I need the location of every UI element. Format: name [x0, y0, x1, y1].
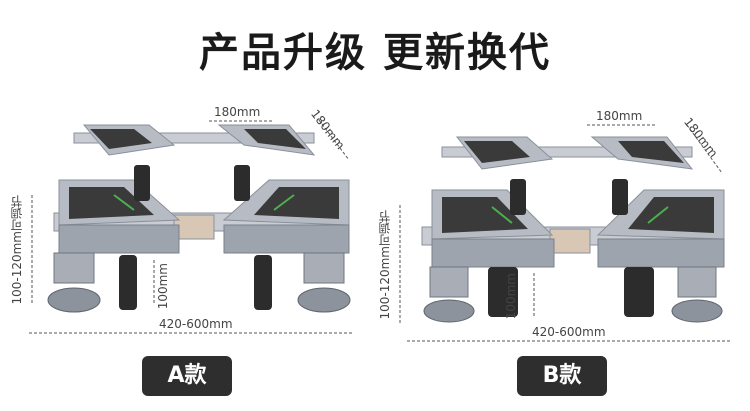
dim-top-width: 180mm — [214, 105, 261, 119]
product-a: 180mm 180mm 100-120mm可调节 100mm 420-600mm — [10, 95, 374, 355]
badge-a: A款 — [142, 356, 232, 396]
dim-wheel-height: 100mm — [156, 263, 170, 310]
stand-illustration-a — [29, 119, 354, 334]
badge-b: B款 — [517, 356, 607, 396]
dim-total-width: 420-600mm — [159, 317, 233, 331]
dim-height-adjust: 100-120mm可调节 — [378, 210, 392, 320]
dim-height-adjust: 100-120mm可调节 — [10, 195, 24, 305]
dim-top-width: 180mm — [596, 109, 643, 123]
dim-total-width: 420-600mm — [532, 325, 606, 339]
product-b: 180mm 180mm 100-120mm可调节 100mm 420-600mm — [378, 95, 742, 355]
dim-wheel-height: 100mm — [504, 273, 518, 320]
stand-illustration-b — [399, 124, 732, 342]
page-title: 产品升级 更新换代 — [199, 30, 551, 76]
